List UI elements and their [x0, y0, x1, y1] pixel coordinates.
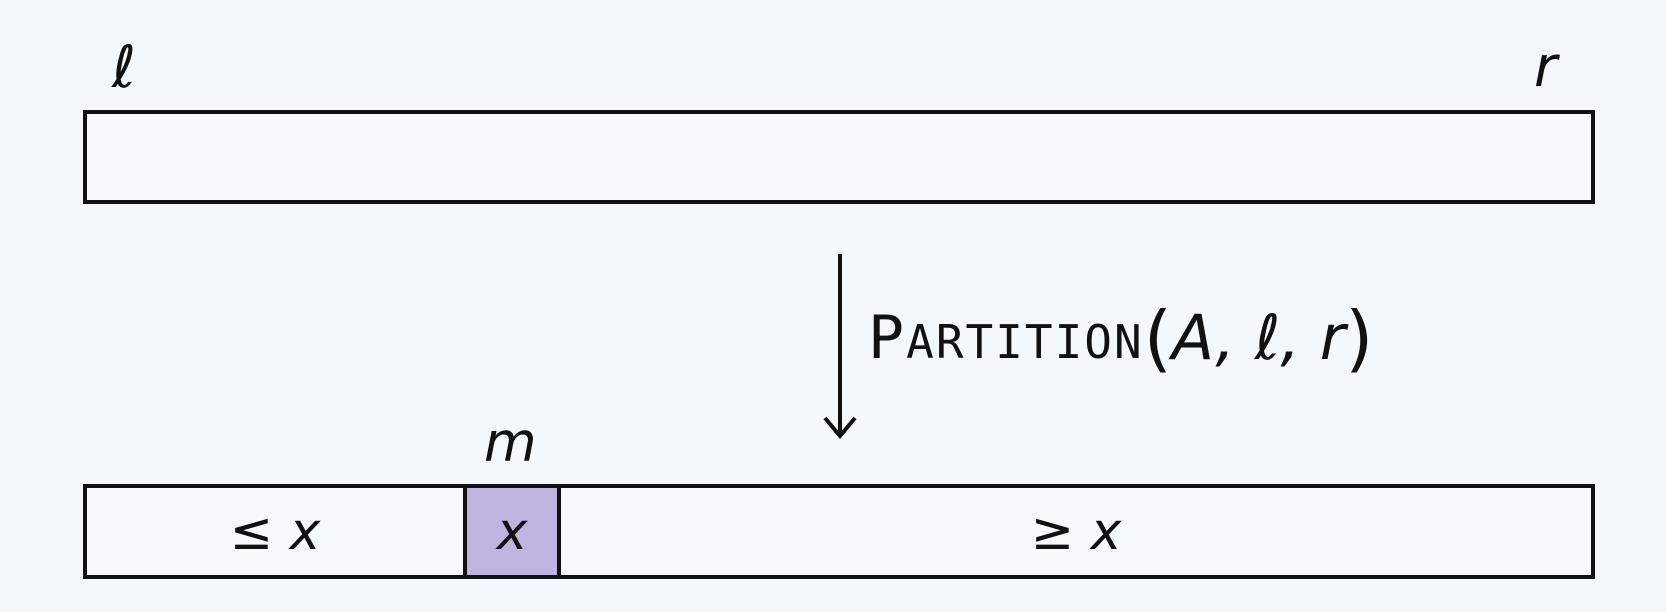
partition-name-initial: P — [868, 303, 907, 373]
down-arrow-icon — [823, 254, 857, 440]
partition-arguments: A, ℓ, r — [1171, 301, 1346, 374]
right-partition-segment: ≥ x — [561, 488, 1591, 575]
pivot-index-label: m — [484, 411, 537, 474]
right-segment-label: ≥ x — [1030, 501, 1122, 562]
left-partition-segment: ≤ x — [87, 488, 467, 575]
left-index-label: ℓ — [112, 33, 136, 101]
close-paren: ) — [1345, 296, 1374, 380]
right-index-label: r — [1534, 35, 1558, 100]
left-segment-label: ≤ x — [229, 501, 321, 562]
partition-call-label: PARTITION ( A, ℓ, r ) — [868, 302, 1373, 374]
partition-function-name: PARTITION — [868, 308, 1144, 368]
pivot-label: x — [496, 501, 528, 562]
open-paren: ( — [1143, 296, 1172, 380]
partition-name-rest: ARTITION — [906, 315, 1144, 369]
input-array — [83, 110, 1595, 204]
partitioned-array: ≤ x x ≥ x — [83, 484, 1595, 579]
pivot-cell: x — [467, 488, 561, 575]
